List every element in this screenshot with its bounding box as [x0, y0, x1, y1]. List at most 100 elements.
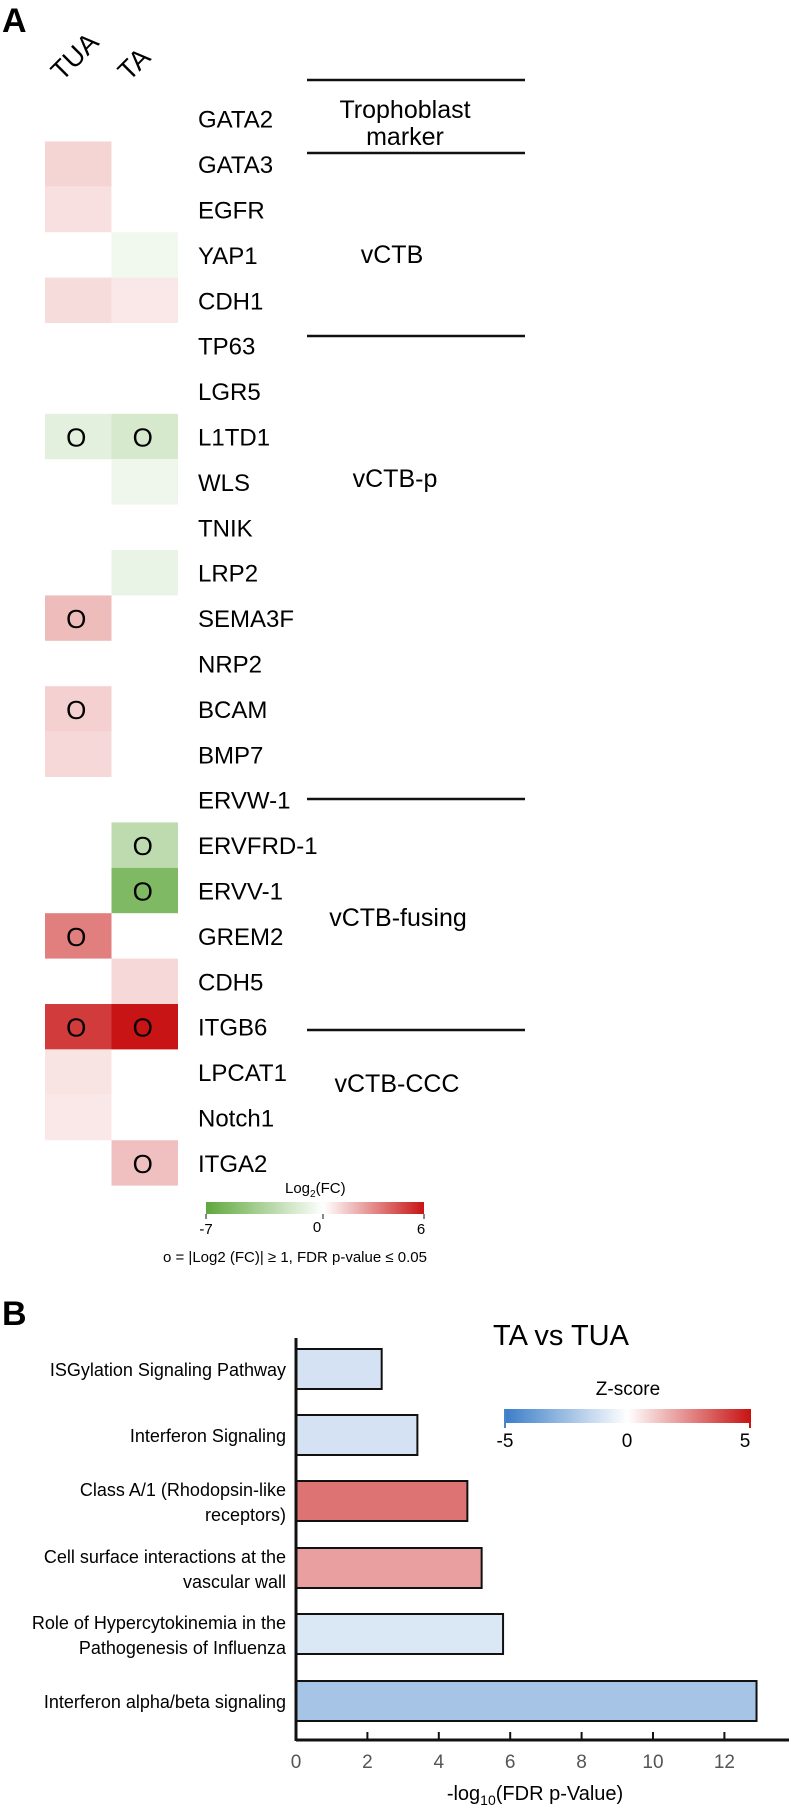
gene-label: LGR5 — [198, 379, 261, 406]
heatmap-cell — [111, 550, 178, 596]
fc-legend-min: -7 — [199, 1221, 212, 1238]
heatmap-cell — [111, 413, 178, 460]
chart-title: TA vs TUA — [493, 1320, 630, 1352]
group-label-vctb-fusing: vCTB-fusing — [329, 904, 467, 932]
pathway-bar — [295, 1547, 483, 1589]
fc-legend-mid: 0 — [313, 1219, 321, 1236]
zscore-legend-title: Z-score — [596, 1379, 660, 1400]
pathway-bar — [295, 1348, 383, 1390]
gene-label: CDH1 — [198, 288, 263, 315]
gene-label: WLS — [198, 470, 250, 497]
pathway-label: ISGylation Signaling Pathway — [50, 1360, 286, 1380]
column-label-tua: TUA — [45, 27, 104, 86]
zscore-color-bar — [505, 1409, 750, 1423]
x-tick-label: 4 — [434, 1752, 445, 1773]
fc-legend-title: Log2(FC) — [285, 1180, 346, 1200]
group-label-vctb-p: vCTB-p — [353, 465, 438, 493]
pathway-bar — [295, 1680, 758, 1722]
x-axis-ticks: 0 2 4 6 8 10 12 — [291, 1732, 735, 1773]
significance-mark: O — [133, 1013, 153, 1043]
group-label-trophoblast-2: marker — [366, 123, 444, 151]
gene-label: ITGB6 — [198, 1015, 267, 1042]
x-tick-label: 8 — [576, 1752, 587, 1773]
significance-mark: O — [66, 1013, 86, 1043]
gene-label: ERVFRD-1 — [198, 833, 318, 860]
heatmap-cell — [45, 731, 112, 777]
gene-label: NRP2 — [198, 652, 262, 679]
significance-mark: O — [133, 423, 153, 453]
pathway-bar — [295, 1613, 505, 1655]
pathway-label: Interferon Signaling — [130, 1426, 286, 1446]
significance-mark: O — [66, 922, 86, 952]
gene-label: LRP2 — [198, 561, 258, 588]
x-tick-label: 12 — [714, 1752, 735, 1773]
heatmap-cell — [45, 595, 112, 641]
pathway-bar — [295, 1480, 469, 1522]
heatmap-cell — [111, 822, 178, 868]
heatmap-cell — [45, 1094, 112, 1141]
x-tick-label: 6 — [505, 1752, 516, 1773]
gene-label: CDH5 — [198, 969, 263, 996]
gene-label: TP63 — [198, 334, 255, 361]
gene-label: ITGA2 — [198, 1151, 267, 1178]
panel-b-letter: B — [2, 1295, 27, 1333]
gene-label: LPCAT1 — [198, 1060, 287, 1087]
gene-label: L1TD1 — [198, 425, 270, 452]
significance-mark: O — [133, 831, 153, 861]
heatmap-cell — [45, 186, 112, 233]
pathway-label: Interferon alpha/beta signaling — [44, 1692, 286, 1712]
gene-label: YAP1 — [198, 243, 258, 270]
gene-label: GATA2 — [198, 107, 273, 134]
heatmap-cell — [45, 141, 112, 187]
x-tick-label: 2 — [362, 1752, 373, 1773]
significance-mark: O — [66, 423, 86, 453]
significance-mark: O — [133, 877, 153, 907]
fc-significance-note: o = |Log2 (FC)| ≥ 1, FDR p-value ≤ 0.05 — [163, 1249, 427, 1266]
gene-label: GREM2 — [198, 924, 283, 951]
heatmap-cell — [111, 867, 178, 914]
column-label-ta: TA — [112, 42, 156, 86]
significance-mark: O — [133, 1149, 153, 1179]
heatmap-cell — [45, 913, 112, 959]
heatmap-cell — [45, 686, 112, 732]
group-label-vctb-ccc: vCTB-CCC — [335, 1070, 460, 1098]
pathway-label: Role of Hypercytokinemia in the — [32, 1613, 286, 1633]
gene-label: Notch1 — [198, 1106, 274, 1133]
heatmap-cell — [45, 277, 112, 323]
x-tick-label: 0 — [291, 1752, 302, 1773]
heatmap-cell — [45, 1004, 112, 1050]
fc-color-bar — [206, 1202, 424, 1214]
heatmap-cell — [45, 413, 112, 460]
pathway-label: Pathogenesis of Influenza — [79, 1638, 287, 1658]
heatmap-cell — [111, 232, 178, 278]
gene-label: BCAM — [198, 697, 267, 724]
pathway-label: Class A/1 (Rhodopsin-like — [80, 1480, 286, 1500]
gene-label: EGFR — [198, 198, 265, 225]
significance-mark: O — [66, 695, 86, 725]
zscore-legend-mid: 0 — [622, 1431, 633, 1452]
group-label-trophoblast: Trophoblast — [339, 96, 470, 124]
heatmap-cells — [45, 141, 178, 1186]
heatmap-cell — [111, 958, 178, 1004]
gene-label: TNIK — [198, 515, 253, 542]
fc-legend-max: 6 — [417, 1221, 425, 1238]
heatmap-cell — [111, 277, 178, 323]
x-axis-label: -log10(FDR p-Value) — [447, 1783, 623, 1807]
gene-label: ERVV-1 — [198, 879, 283, 906]
heatmap-cell — [111, 1140, 178, 1186]
heatmap-cell — [45, 1049, 112, 1095]
pathway-bar — [295, 1414, 419, 1456]
group-label-vctb: vCTB — [361, 241, 424, 269]
pathway-label: Cell surface interactions at the — [44, 1547, 286, 1567]
panel-a-letter: A — [2, 2, 27, 40]
zscore-legend-min: -5 — [497, 1431, 514, 1452]
gene-label: BMP7 — [198, 742, 263, 769]
heatmap-cell — [111, 1004, 178, 1050]
zscore-legend-max: 5 — [740, 1431, 751, 1452]
bars — [295, 1348, 758, 1722]
gene-labels: GATA2GATA3EGFRYAP1CDH1TP63LGR5L1TD1WLSTN… — [198, 107, 318, 1178]
x-tick-label: 10 — [642, 1752, 663, 1773]
